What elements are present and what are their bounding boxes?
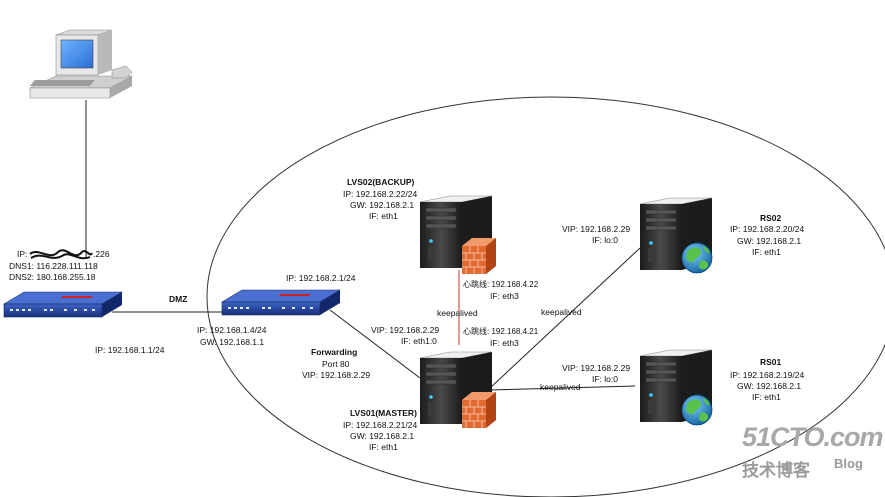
keepalived-label-rs01: keepalived [540,382,581,392]
rs01-ip: IP: 192.168.2.19/24 [730,370,805,380]
lvs01-title: LVS01(MASTER) [350,408,417,418]
link-lvs01-rs01 [489,385,636,391]
watermark-blog: Blog [834,456,863,471]
lvs01-heartbeat: 心跳线: 192.168.4.21 [463,327,539,336]
lvs02-firewall-icon [461,237,497,275]
client-pc-icon [29,29,133,99]
rs01-if: IF: eth1 [752,392,781,402]
lvs02-gw: GW: 192.168.2.1 [350,200,415,210]
router-gateway-icon [3,291,123,318]
watermark-site: 51CTO.com [742,422,884,452]
rs02-if: IF: eth1 [752,247,781,257]
router-forwarding-icon [221,289,341,316]
network-links [85,100,641,391]
lvs02-if: IF: eth1 [369,211,398,221]
lvs01-ip: IP: 192.168.2.21/24 [343,420,418,430]
forwarding-vip: VIP: 192.168.2.29 [302,370,371,380]
rs02-vip-if: IF: lo:0 [592,235,618,245]
redacted-ip-mark [29,249,93,260]
client-ip-trailing: .226 [93,249,110,259]
client-ip-label: IP: [17,249,28,259]
link-router2-lvs01 [329,309,421,379]
rs01-title: RS01 [760,357,782,367]
forwarding-port: Port 80 [322,359,350,369]
lvs02-heartbeat: 心跳线: 192.168.4.22 [463,280,539,289]
rs01-gw: GW: 192.168.2.1 [737,381,802,391]
rs02-ip: IP: 192.168.2.20/24 [730,224,805,234]
watermark-sub: 技术博客 [742,461,810,480]
link-lvs01-rs02 [489,247,641,389]
client-dns2: DNS2: 180.168.255.18 [9,272,96,282]
rs01-globe-icon [681,394,713,426]
router2-ip-top: IP: 192.168.2.1/24 [286,273,356,283]
router1-ip: IP: 192.168.1.1/24 [95,345,165,355]
keepalived-label-rs02: keepalived [541,307,582,317]
rs01-vip: VIP: 192.168.2.29 [562,363,631,373]
lvs01-firewall-icon [461,391,497,429]
forwarding-title: Forwarding [311,347,358,357]
rs01-vip-if: IF: lo:0 [592,374,618,384]
rs02-vip: VIP: 192.168.2.29 [562,224,631,234]
rs02-gw: GW: 192.168.2.1 [737,236,802,246]
lvs02-ip: IP: 192.168.2.22/24 [343,189,418,199]
keepalived-label-heartbeat: keepalived [437,308,478,318]
rs02-title: RS02 [760,213,782,223]
router2-ip: IP: 192.168.1.4/24 [197,325,267,335]
router2-gw: GW: 192.168.1.1 [200,337,265,347]
lvs01-vip: VIP: 192.168.2.29 [371,325,440,335]
lvs01-heartbeat-if: IF: eth3 [490,338,519,348]
lvs01-vip-if: IF: eth1:0 [401,336,437,346]
lvs01-gw: GW: 192.168.2.1 [350,431,415,441]
rs02-globe-icon [681,242,713,274]
client-dns1: DNS1: 116.228.111.118 [9,261,98,271]
lvs02-title: LVS02(BACKUP) [347,177,415,187]
dmz-label: DMZ [169,294,188,304]
lvs01-if: IF: eth1 [369,442,398,452]
lvs02-heartbeat-if: IF: eth3 [490,291,519,301]
network-boundary-ellipse [206,96,885,497]
